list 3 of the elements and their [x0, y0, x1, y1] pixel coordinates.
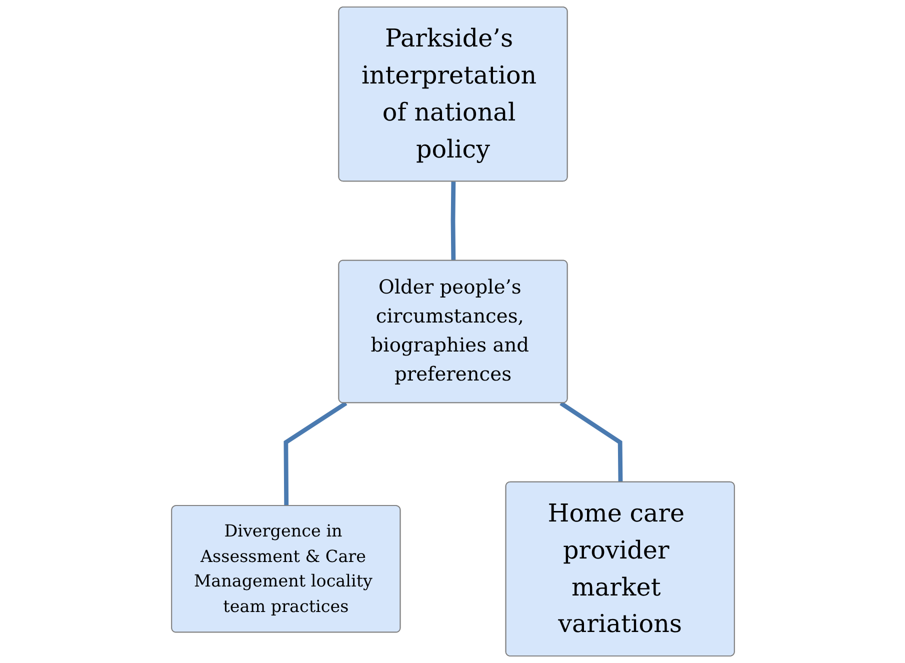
connector: [450, 182, 456, 261]
connector: [283, 401, 347, 506]
connector: [559, 401, 622, 482]
